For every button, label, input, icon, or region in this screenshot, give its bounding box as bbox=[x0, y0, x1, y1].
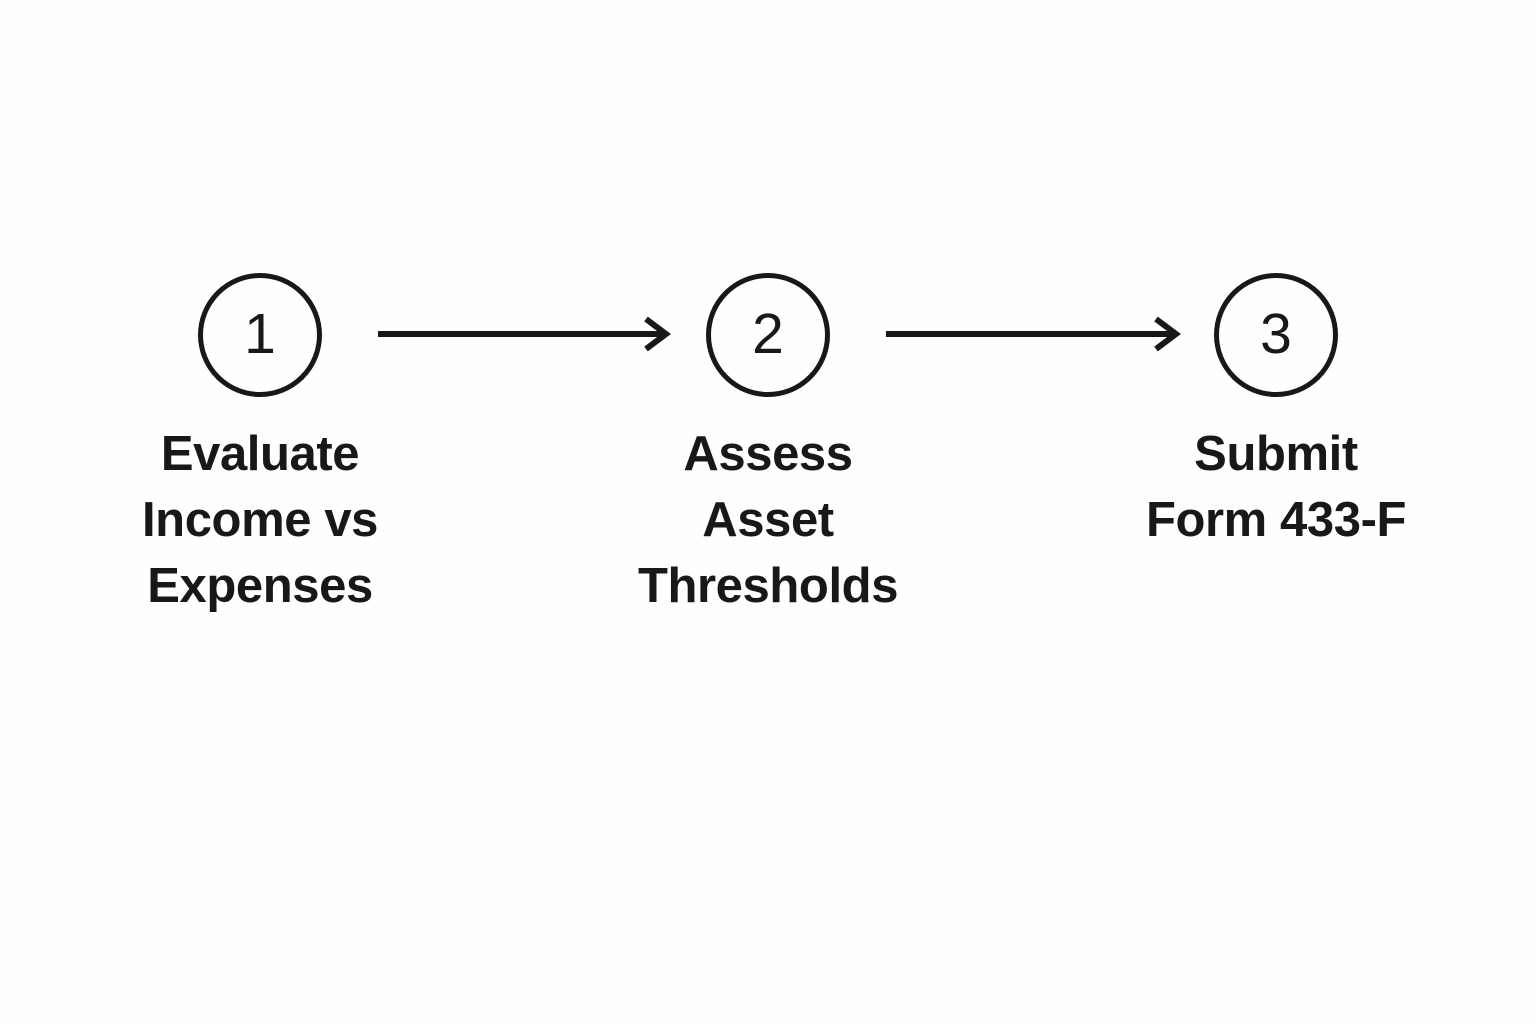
step-2-number-circle: 2 bbox=[706, 273, 830, 397]
step-1-number-circle: 1 bbox=[198, 273, 322, 397]
arrow-head-icon bbox=[1154, 316, 1181, 352]
arrow-step1-to-step2 bbox=[378, 316, 671, 352]
step-3-number: 3 bbox=[1260, 301, 1292, 366]
arrow-step2-to-step3 bbox=[886, 316, 1181, 352]
step-2: 2 Assess Asset Thresholds bbox=[598, 273, 938, 619]
step-3-number-circle: 3 bbox=[1214, 273, 1338, 397]
step-1-label: Evaluate Income vs Expenses bbox=[141, 427, 379, 613]
step-2-number: 2 bbox=[752, 301, 784, 366]
step-1: 1 Evaluate Income vs Expenses bbox=[90, 273, 430, 619]
arrow-head-icon bbox=[644, 316, 671, 352]
step-2-label: Assess Asset Thresholds bbox=[637, 427, 899, 613]
step-3-label: Submit Form 433-F bbox=[1145, 427, 1407, 547]
step-1-number: 1 bbox=[244, 301, 276, 366]
step-3: 3 Submit Form 433-F bbox=[1106, 273, 1446, 553]
